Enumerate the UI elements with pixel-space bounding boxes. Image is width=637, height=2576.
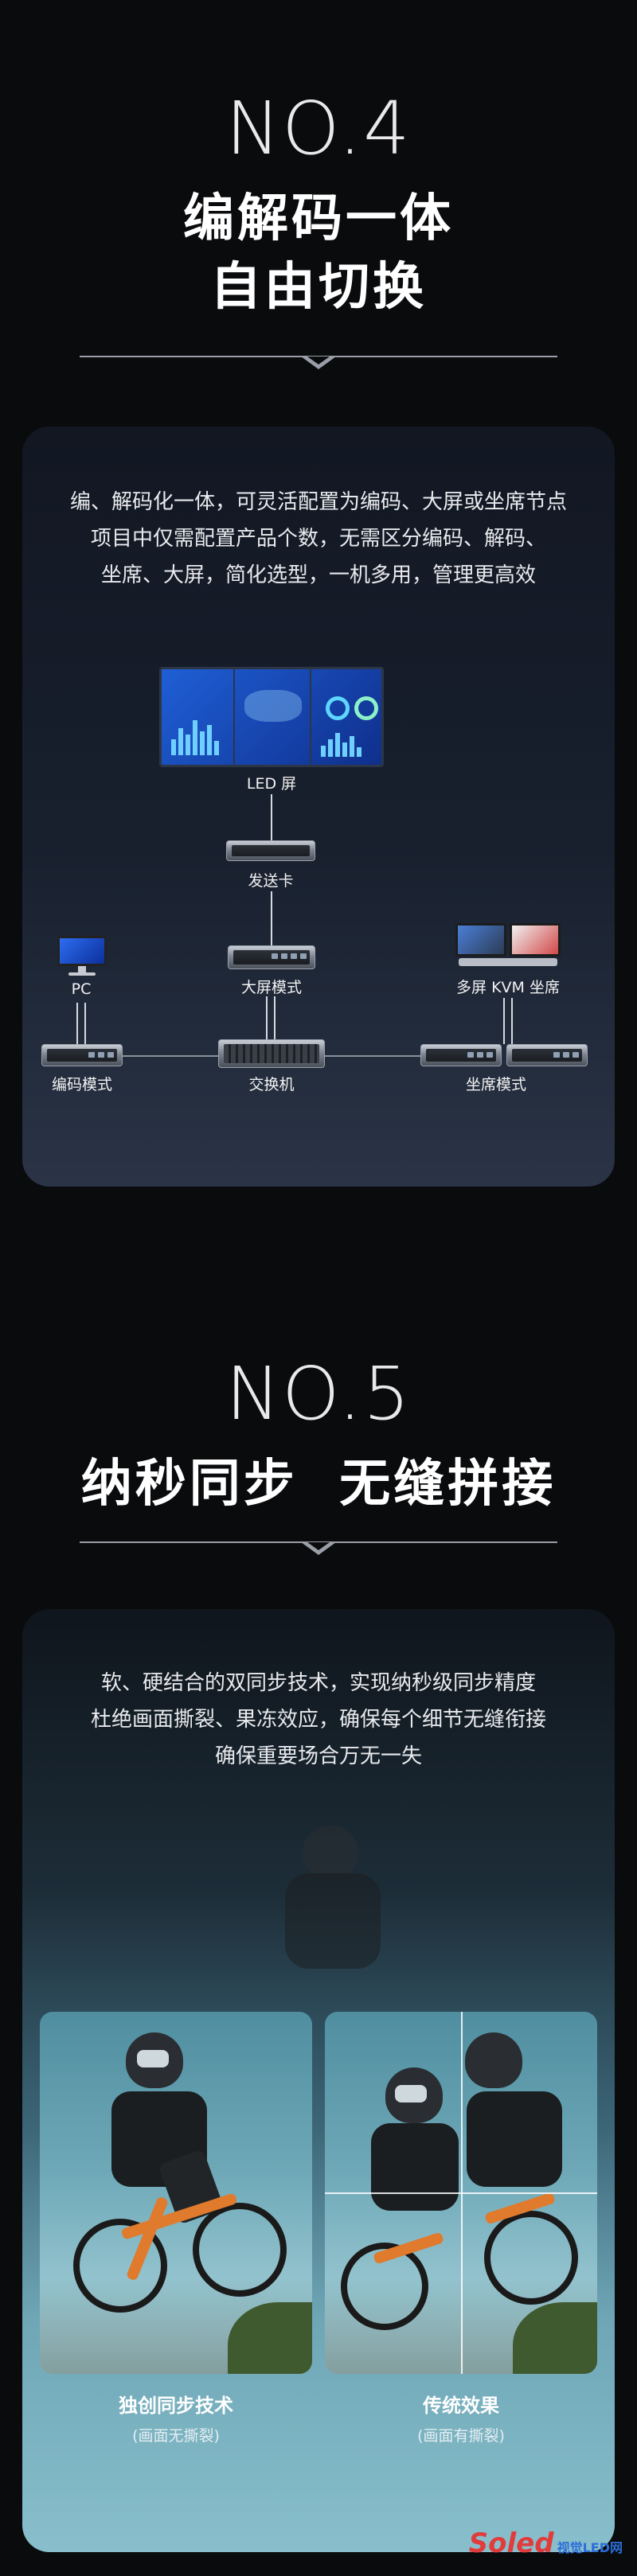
sync-technology-image — [40, 2012, 312, 2374]
encode-mode-device — [41, 1044, 123, 1066]
switch-device — [218, 1039, 325, 1068]
led-screen-image — [159, 667, 384, 767]
section4-card: 编、解码化一体，可灵活配置为编码、大屏或坐席节点 项目中仅需配置产品个数，无需区… — [22, 427, 615, 1187]
seat-mode-label: 坐席模式 — [465, 1076, 526, 1093]
seat-mode-device-1 — [420, 1044, 502, 1066]
section4-title: 编解码一体 自由切换 — [183, 189, 454, 317]
section5-description: 软、硬结合的双同步技术，实现纳秒级同步精度 杜绝画面撕裂、果冻效应，确保每个细节… — [90, 1671, 546, 1768]
pc-label: PC — [71, 980, 92, 998]
big-screen-mode-label: 大屏模式 — [240, 979, 302, 996]
section4-description: 编、解码化一体，可灵活配置为编码、大屏或坐席节点 项目中仅需配置产品个数，无需区… — [69, 490, 567, 587]
section5-title: 纳秒同步 无缝拼接 — [80, 1455, 557, 1514]
section5-number: NO.5 — [225, 1351, 412, 1436]
section4-number: NO.4 — [225, 86, 412, 171]
switch-label: 交换机 — [248, 1076, 295, 1093]
encode-mode-label: 编码模式 — [51, 1076, 112, 1093]
sender-card-device — [226, 840, 315, 861]
seat-mode-device-2 — [506, 1044, 588, 1066]
led-screen-label: LED 屏 — [246, 775, 297, 793]
sync-caption: 独创同步技术 (画面无撕裂) — [119, 2395, 233, 2445]
traditional-effect-image — [325, 2012, 597, 2374]
background-rider-image — [261, 1826, 420, 2017]
big-screen-mode-device — [228, 945, 315, 969]
sender-card-label: 发送卡 — [248, 872, 294, 890]
traditional-caption: 传统效果 (画面有撕裂) — [417, 2395, 505, 2445]
multi-kvm-label: 多屏 KVM 坐席 — [456, 979, 560, 996]
